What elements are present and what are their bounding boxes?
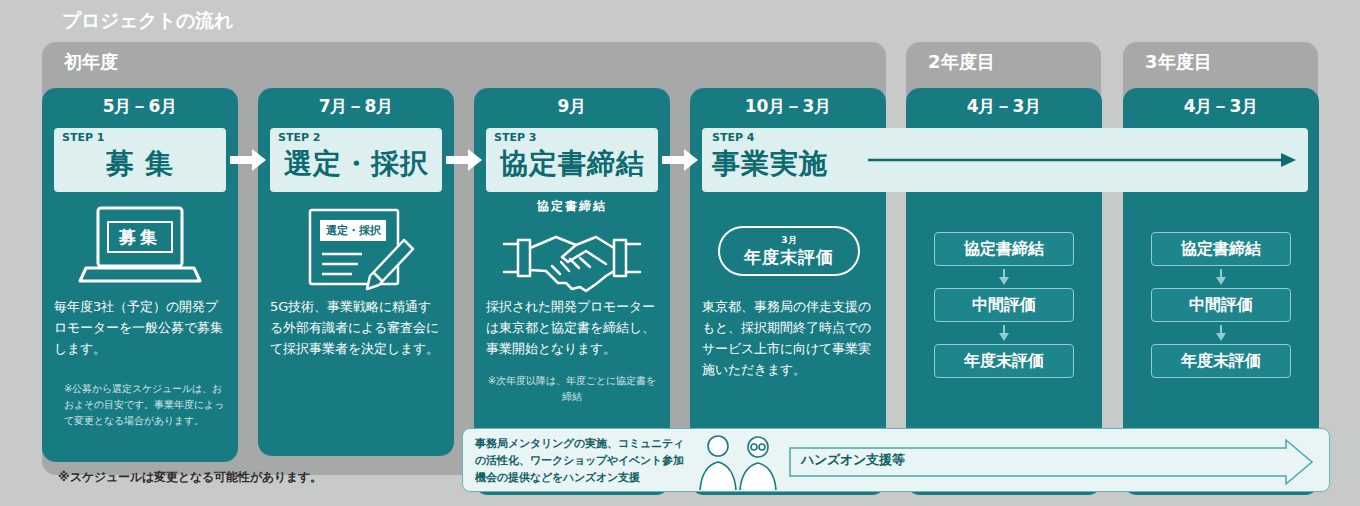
icon-label: 募集 <box>107 221 173 253</box>
heading-text: 7月－8月 <box>258 94 454 118</box>
heading-text: 3年度目 <box>1123 42 1318 73</box>
body-text: 選定・採択 <box>278 144 434 184</box>
period-column: 7月－8月 5G技術、事業戦略に精通する外部有識者による審査会にて採択事業者を決定… <box>258 88 454 456</box>
heading-text: STEP 1 <box>62 131 218 144</box>
handson-band: 事務局メンタリングの実施、コミュニティの活性化、ワークショップやイベント参加機会… <box>462 428 1330 492</box>
label-holder: ※スケジュールは変更となる可能性があります。 <box>58 469 438 486</box>
heading-text: 4月－3月 <box>906 94 1102 118</box>
heading-text: 中間評価 <box>935 289 1073 321</box>
heading-text: 5月－6月 <box>42 94 238 118</box>
evaluation-box: 協定書締結 <box>1151 232 1291 266</box>
heading-text: 事務局メンタリングの実施、コミュニティの活性化、ワークショップやイベント参加機会… <box>475 435 687 486</box>
body-text: 5G技術、事業戦略に精通する外部有識者による審査会にて採択事業者を決定します。 <box>270 296 442 359</box>
body-text: 協定書締結 <box>494 144 650 184</box>
evaluation-box: 協定書締結 <box>934 232 1074 266</box>
body-text: 事業実施 <box>712 144 1298 184</box>
heading-text: 選定・採択 <box>326 223 381 238</box>
body-text: ※次年度以降は、年度ごとに協定書を締結 <box>486 373 658 405</box>
label-holder: 協定書締結 <box>482 198 662 214</box>
heading-text: 4月－3月 <box>1123 94 1319 118</box>
heading-text: 年度末評価 <box>1152 345 1290 377</box>
heading-text: 年度末評価 <box>935 345 1073 377</box>
heading-text: 協定書締結 <box>935 233 1073 265</box>
schedule-note: ※スケジュールは変更となる可能性があります。 <box>58 469 438 486</box>
body-text: ハンズオン支援等 <box>801 451 905 469</box>
step-box: STEP 3協定書締結 <box>486 128 658 192</box>
heading-text: 中間評価 <box>1152 289 1290 321</box>
body-text: 採択された開発プロモーターは東京都と協定書を締結し、事業開始となります。 <box>486 296 658 359</box>
body-text: 東京都、事務局の伴走支援のもと、採択期間終了時点でのサービス上市に向けて事業実施… <box>702 296 874 380</box>
heading-text: STEP 2 <box>278 131 434 144</box>
evaluation-pill: 3月年度末評価 <box>718 226 860 276</box>
evaluation-box: 年度末評価 <box>1151 344 1291 378</box>
heading-text: STEP 4 <box>712 131 1298 144</box>
evaluation-box: 年度末評価 <box>934 344 1074 378</box>
evaluation-box: 中間評価 <box>1151 288 1291 322</box>
heading-text: STEP 3 <box>494 131 650 144</box>
body-text: 募 集 <box>62 144 218 184</box>
year-panel: 2年度目 4月－3月協定書締結中間評価年度末評価 <box>906 42 1101 475</box>
step-box: STEP 1募 集 <box>54 128 226 192</box>
evaluation-box: 中間評価 <box>934 288 1074 322</box>
heading-text: 3月 <box>781 235 796 246</box>
heading-text: 募集 <box>119 227 161 247</box>
icon-caption: 協定書締結 <box>482 198 662 214</box>
body-text: 毎年度3社（予定）の開発プロモーターを一般公募で募集します。 <box>54 296 226 359</box>
year-panel: 3年度目 4月－3月協定書締結中間評価年度末評価 <box>1123 42 1318 475</box>
heading-text: 9月 <box>474 94 670 118</box>
body-text: ※公募から選定スケジュールは、おおよその目安です。事業年度によって変更となる場合… <box>64 381 224 429</box>
heading-text: 協定書締結 <box>1152 233 1290 265</box>
heading-text: 2年度目 <box>906 42 1101 73</box>
heading-text: 初年度 <box>42 42 886 73</box>
period-column: 5月－6月毎年度3社（予定）の開発プロモーターを一般公募で募集します。 ※公募から… <box>42 88 238 462</box>
step-box: STEP 2選定・採択 <box>270 128 442 192</box>
body-text: 年度末評価 <box>744 246 834 268</box>
year-panel: 初年度 5月－6月毎年度3社（予定）の開発プロモーターを一般公募で募集します。 ※公… <box>42 42 886 475</box>
step-band: STEP 4事業実施 <box>702 128 1308 192</box>
title-holder: プロジェクトの流れ <box>62 7 233 33</box>
icon-label: 選定・採択 <box>320 220 386 241</box>
diagram-title: プロジェクトの流れ <box>62 7 233 33</box>
heading-text: 10月－3月 <box>690 94 886 118</box>
